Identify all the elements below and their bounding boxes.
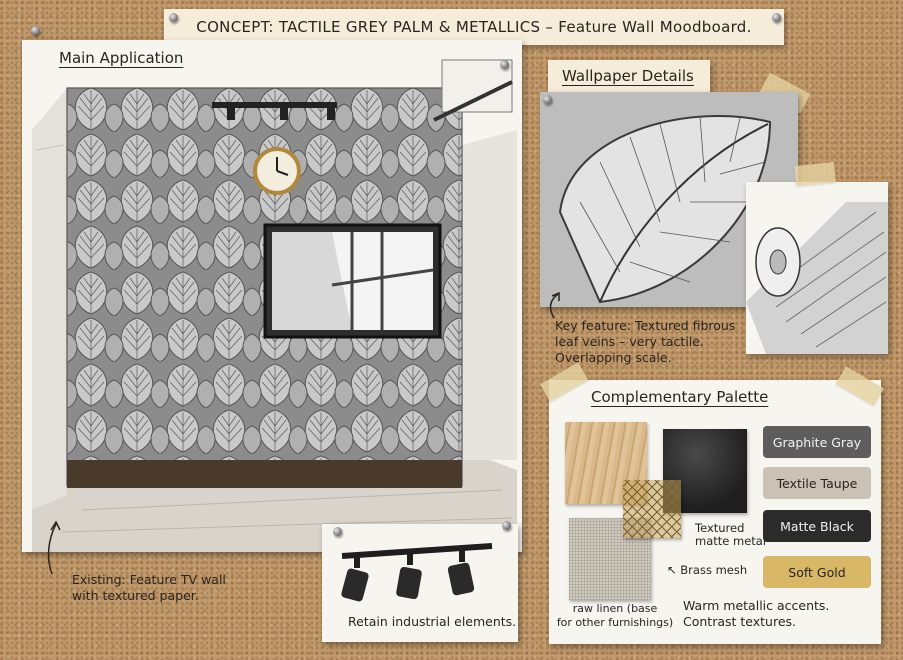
wallpaper-details-label: Wallpaper Details <box>548 60 710 94</box>
chip-soft-gold: Soft Gold <box>763 556 871 588</box>
palette-title: Complementary Palette <box>591 388 769 406</box>
room-sketch <box>32 59 517 552</box>
wallpaper-roll-sketch <box>746 202 888 354</box>
curved-arrow-icon <box>549 291 560 319</box>
tape-strip <box>794 161 836 187</box>
moodboard-title-banner: CONCEPT: TACTILE GREY PALM & METALLICS –… <box>164 9 784 45</box>
pushpin-icon <box>333 527 342 536</box>
main-application-caption: Existing: Feature TV wall with textured … <box>72 572 226 603</box>
wallpaper-details-title: Wallpaper Details <box>562 67 694 85</box>
chip-matte-black: Matte Black <box>763 510 871 542</box>
track-lights-caption: Retain industrial elements. <box>348 614 517 629</box>
main-application-card: Main Application <box>22 40 522 575</box>
pushpin-icon <box>772 13 781 22</box>
wallpaper-roll-photo <box>746 182 888 354</box>
palette-card: Complementary Palette Textured matte met… <box>549 380 881 644</box>
pushpin-icon <box>31 26 40 35</box>
brass-label: ↖ Brass mesh <box>667 563 748 577</box>
track-lights-card: Retain industrial elements. <box>322 524 518 642</box>
moodboard-title: CONCEPT: TACTILE GREY PALM & METALLICS –… <box>196 18 752 36</box>
palette-note: Warm metallic accents. Contrast textures… <box>683 598 830 629</box>
pushpin-icon <box>500 60 509 69</box>
pushpin-icon <box>543 95 552 104</box>
main-application-title: Main Application <box>59 49 184 67</box>
track-light-icon <box>341 543 493 602</box>
chip-textile-taupe: Textile Taupe <box>763 467 871 499</box>
metal-label: Textured matte metal <box>695 521 767 548</box>
pushpin-icon <box>502 521 511 530</box>
arrow-icon: ↖ <box>667 563 681 577</box>
pushpin-icon <box>169 13 178 22</box>
wallpaper-details-note: Key feature: Textured fibrous leaf veins… <box>555 318 736 365</box>
linen-label: raw linen (base for other furnishings) <box>556 602 674 629</box>
brass-mesh-swatch <box>623 480 681 538</box>
curved-arrow-icon <box>47 520 61 575</box>
chip-graphite-gray: Graphite Gray <box>763 426 871 458</box>
